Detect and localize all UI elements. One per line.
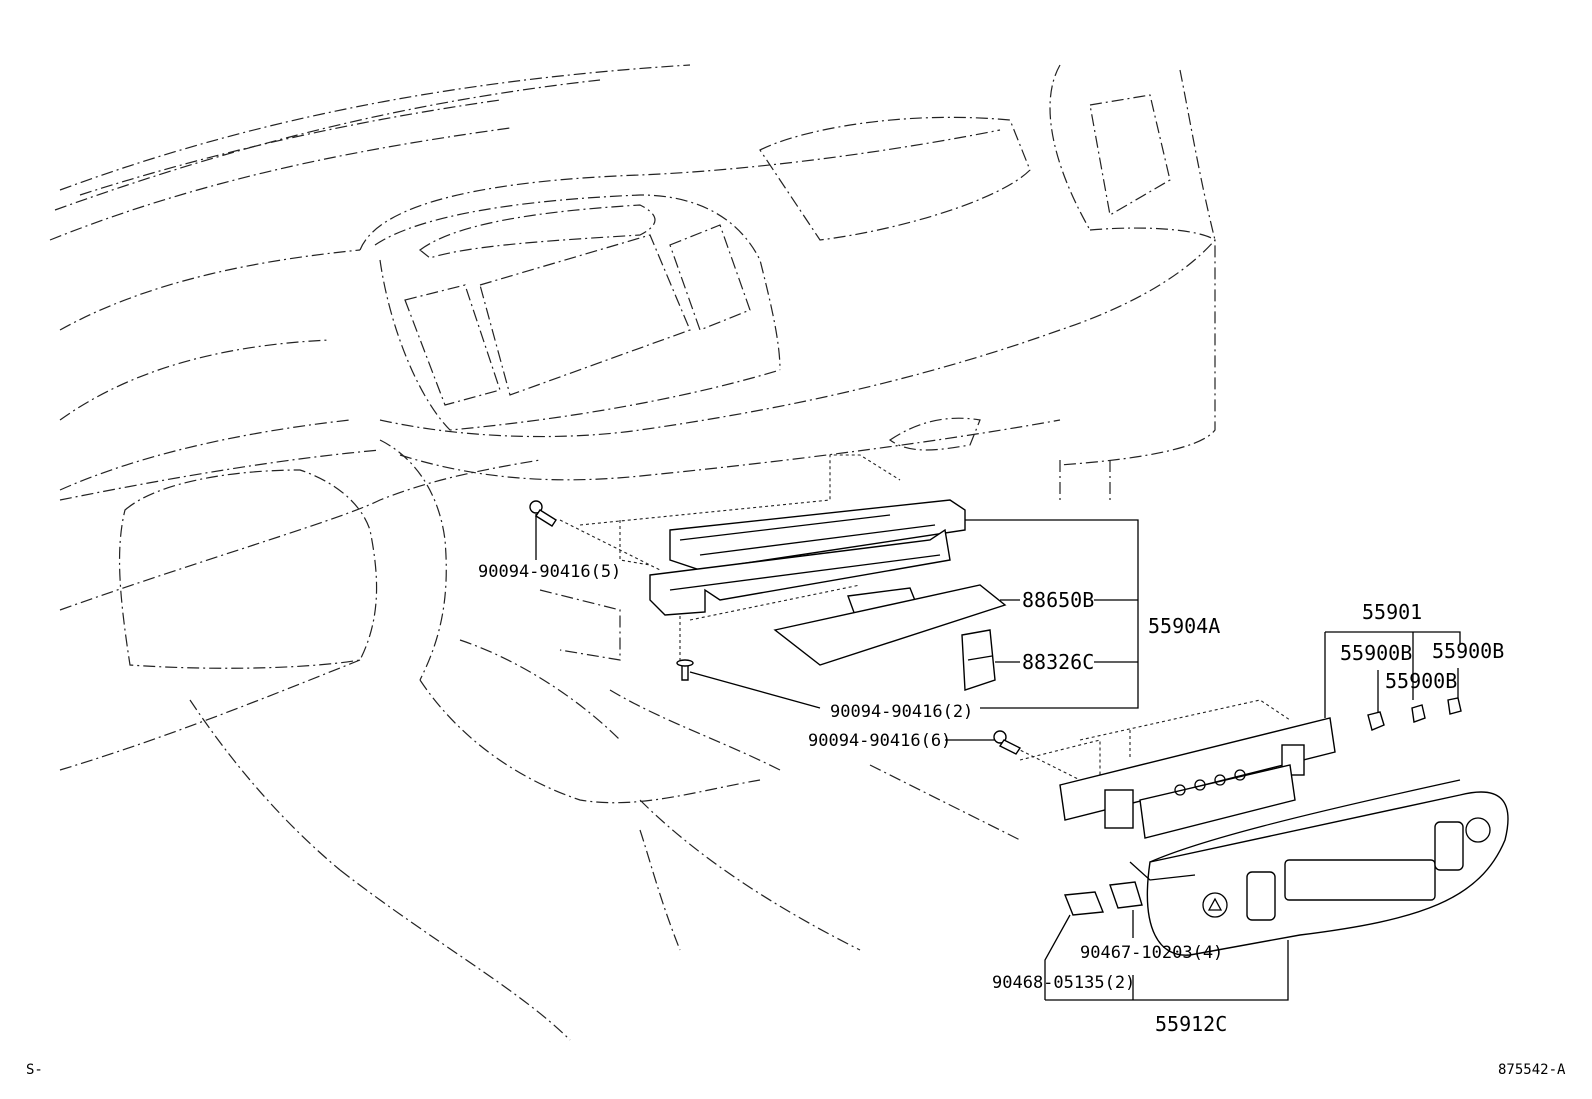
mounting-guides bbox=[559, 454, 1291, 781]
clip-icons bbox=[1064, 881, 1143, 916]
footer-right-code: 875542-A bbox=[1498, 1062, 1566, 1078]
knob-caps bbox=[1367, 697, 1462, 731]
bracket-assembly bbox=[649, 499, 1007, 691]
leader-lines bbox=[535, 514, 1461, 1001]
label-screw-upper: 90094-90416(5) bbox=[478, 562, 621, 582]
control-panel-assembly bbox=[1059, 717, 1509, 956]
label-88650b: 88650B bbox=[1022, 588, 1094, 612]
label-55900b-middle: 55900B bbox=[1385, 669, 1457, 693]
part-labels: 90094-90416(5) 90094-90416(2) 90094-9041… bbox=[26, 562, 1566, 1078]
label-screw-lower: 90094-90416(2) bbox=[830, 702, 973, 722]
dashboard-outline bbox=[49, 64, 1216, 1041]
label-screw-panel: 90094-90416(6) bbox=[808, 731, 951, 751]
footer-left-code: S- bbox=[26, 1062, 43, 1078]
label-55900b-right: 55900B bbox=[1432, 639, 1504, 663]
label-55904a: 55904A bbox=[1148, 614, 1220, 638]
label-55901: 55901 bbox=[1362, 600, 1422, 624]
label-clip-90467: 90467-10203(4) bbox=[1080, 943, 1223, 963]
label-55912c: 55912C bbox=[1155, 1012, 1227, 1036]
screw-icons bbox=[529, 500, 1022, 755]
label-55900b-left: 55900B bbox=[1340, 641, 1412, 665]
label-88326c: 88326C bbox=[1022, 650, 1094, 674]
label-clip-90468: 90468-05135(2) bbox=[992, 973, 1135, 993]
